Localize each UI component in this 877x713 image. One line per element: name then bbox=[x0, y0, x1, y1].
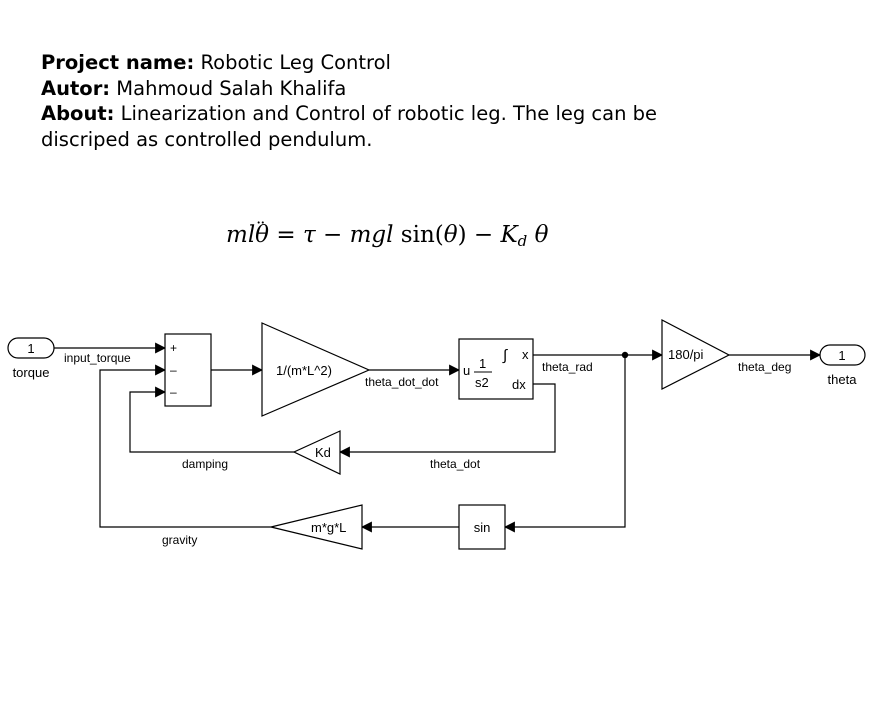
theta-double-dot: θ·· bbox=[255, 213, 270, 248]
integrator-one: 1 bbox=[479, 356, 486, 371]
gain-kd[interactable] bbox=[292, 430, 341, 475]
sum-sign-minus-2: – bbox=[170, 385, 177, 399]
sum-sign-plus: + bbox=[170, 341, 177, 355]
wire-gravity bbox=[99, 364, 271, 528]
gain-rad-to-deg-label: 180/pi bbox=[668, 347, 704, 362]
signal-input-torque: input_torque bbox=[64, 351, 131, 365]
sin-block[interactable] bbox=[458, 504, 506, 550]
gain-inverse-inertia[interactable] bbox=[261, 322, 371, 417]
project-info: Project name: Robotic Leg Control Autor:… bbox=[41, 50, 681, 152]
signal-theta-dot-dot: theta_dot_dot bbox=[365, 375, 439, 389]
signal-theta-rad: theta_rad bbox=[542, 360, 593, 374]
gain-inverse-inertia-label: 1/(m*L^2) bbox=[276, 363, 332, 378]
gain-kd-label: Kd bbox=[315, 445, 331, 460]
signal-theta-dot: theta_dot bbox=[430, 457, 481, 471]
project-name-line: Project name: Robotic Leg Control bbox=[41, 51, 391, 74]
gain-rad-to-deg[interactable] bbox=[661, 319, 731, 390]
inport-torque[interactable] bbox=[7, 337, 55, 359]
outport-theta[interactable] bbox=[819, 344, 866, 366]
integrator-u: u bbox=[463, 363, 470, 378]
wire-damping bbox=[129, 386, 294, 453]
second-order-integrator[interactable] bbox=[458, 338, 534, 400]
project-about-line: About: Linearization and Control of robo… bbox=[41, 102, 658, 151]
sum-sign-minus-1: – bbox=[170, 363, 177, 377]
equation: mlθ·· = τ − mgl sin(θ) − Kd θ bbox=[226, 213, 549, 250]
sum-block[interactable] bbox=[164, 333, 212, 407]
outport-label: theta bbox=[828, 372, 858, 387]
signal-theta-deg: theta_deg bbox=[738, 360, 791, 374]
outport-number: 1 bbox=[838, 348, 845, 363]
wire-theta-to-sin bbox=[503, 355, 626, 533]
integrator-int: ∫ bbox=[502, 347, 509, 364]
wire-theta-dot bbox=[338, 383, 556, 458]
integrator-s2: s2 bbox=[475, 375, 489, 390]
branch-point bbox=[621, 351, 629, 359]
sin-label: sin bbox=[474, 520, 491, 535]
integrator-dx: dx bbox=[512, 377, 526, 392]
integrator-x: x bbox=[522, 347, 529, 362]
signal-damping: damping bbox=[182, 457, 228, 471]
project-author-line: Autor: Mahmoud Salah Khalifa bbox=[41, 76, 347, 100]
gain-mgl-label: m*g*L bbox=[311, 520, 346, 535]
inport-number: 1 bbox=[27, 341, 34, 356]
inport-label: torque bbox=[13, 365, 50, 380]
signal-gravity: gravity bbox=[162, 533, 197, 547]
gain-mgl[interactable] bbox=[270, 504, 363, 550]
